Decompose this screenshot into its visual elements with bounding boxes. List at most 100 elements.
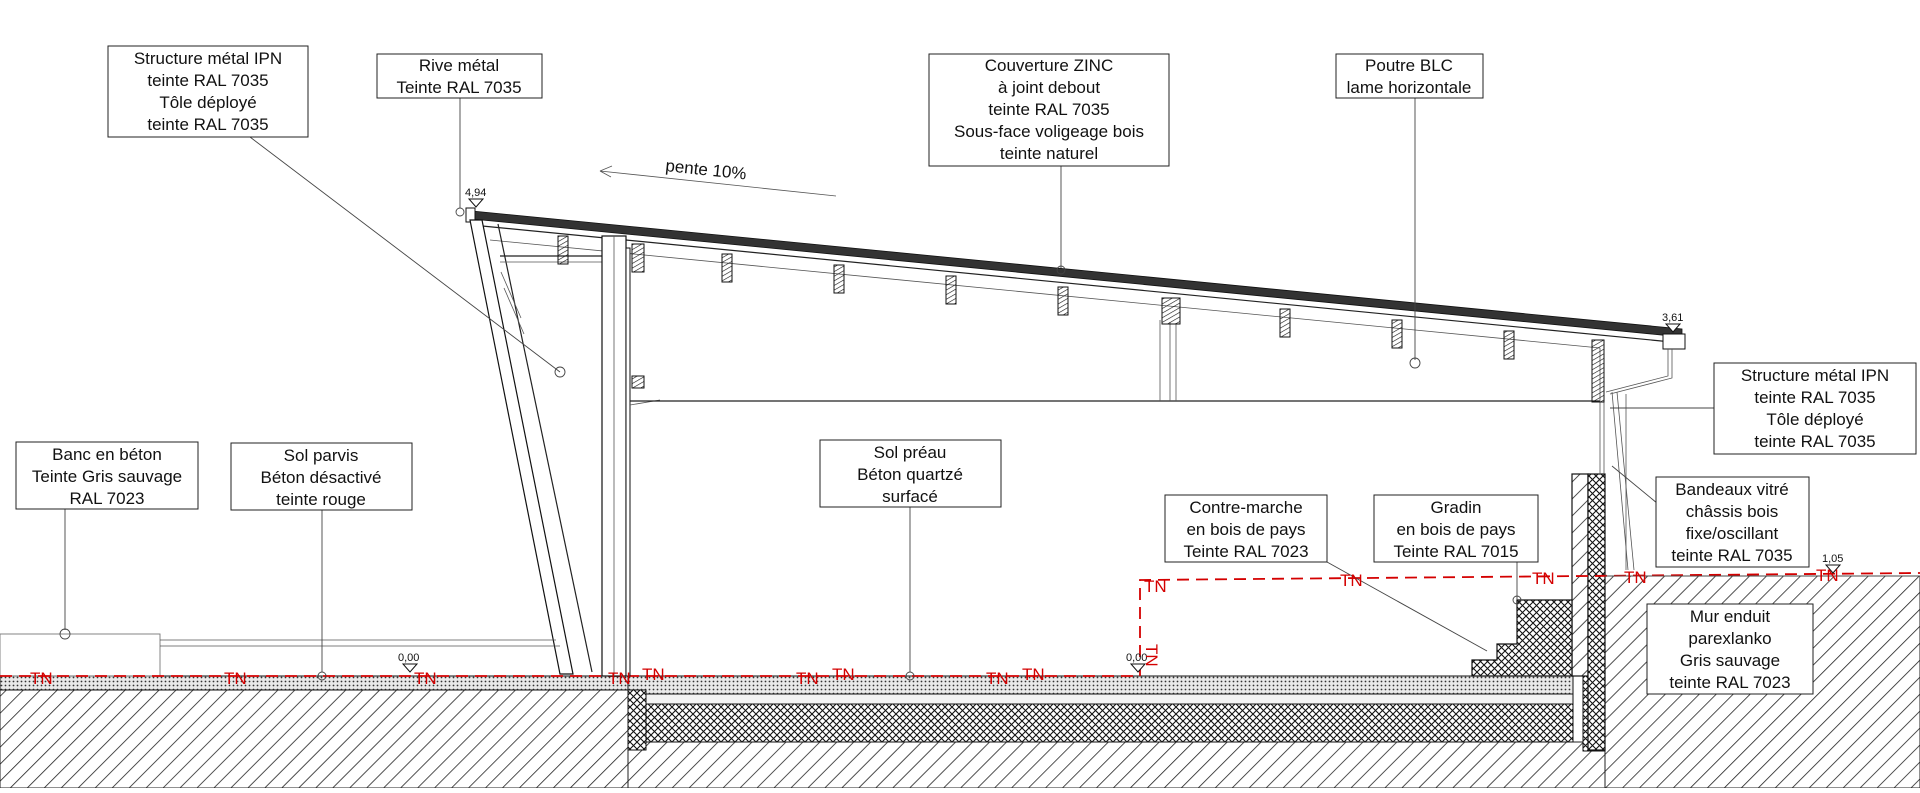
level-triangle-icon (1824, 564, 1842, 574)
label-line: Sous-face voligeage bois (954, 122, 1144, 141)
label-line: Bandeaux vitré (1675, 480, 1788, 499)
level-value: 3,61 (1662, 312, 1683, 324)
level-top-left: 4,94 (465, 187, 486, 208)
slab-layer (627, 693, 1574, 705)
ground (0, 575, 1920, 789)
label-line: Sol parvis (284, 446, 359, 465)
label-line: lame horizontale (1347, 78, 1472, 97)
label-sol-parvis: Sol parvis Béton désactivé teinte rouge (230, 442, 413, 511)
post-secondary (625, 247, 631, 677)
level-value: 0,00 (1126, 652, 1147, 664)
earth-hatch-under-slab (627, 741, 1606, 789)
tn-label: TN (642, 665, 665, 684)
label-line: teinte RAL 7035 (1671, 546, 1792, 565)
structure (160, 165, 1920, 677)
label-line: Structure métal IPN (134, 49, 282, 68)
label-line: Tôle déployé (1766, 410, 1863, 429)
label-line: à joint debout (998, 78, 1100, 97)
right-wall (0, 473, 1606, 751)
label-line: Mur enduit (1690, 607, 1771, 626)
tn-label: TN (1142, 644, 1161, 667)
tn-label: TN (832, 665, 855, 684)
slab-gravel (627, 703, 1574, 743)
label-line: Teinte Gris sauvage (32, 467, 182, 486)
label-line: teinte RAL 7023 (1669, 673, 1790, 692)
level-ground-right: 1,05 (1822, 553, 1843, 574)
wall-core (1587, 473, 1606, 751)
tn-label: TN (986, 669, 1009, 688)
level-value: 4,94 (465, 187, 486, 199)
label-line: RAL 7023 (70, 489, 145, 508)
gradin-steps (1471, 599, 1573, 677)
slab-top (627, 675, 1574, 695)
label-structure-right: Structure métal IPN teinte RAL 7035 Tôle… (1713, 362, 1917, 455)
level-value: 0,00 (398, 652, 419, 664)
level-value: 1,05 (1822, 553, 1843, 565)
label-line: surfacé (882, 487, 938, 506)
tn-label: TN (414, 669, 437, 688)
label-line: teinte RAL 7035 (147, 115, 268, 134)
tn-label: TN (1816, 566, 1839, 585)
label-line: châssis bois (1686, 502, 1779, 521)
inclined-column (469, 219, 574, 675)
label-line: Gris sauvage (1680, 651, 1780, 670)
label-banc: Banc en béton Teinte Gris sauvage RAL 70… (15, 441, 199, 510)
banc-block (0, 633, 161, 677)
tn-label: TN (224, 669, 247, 688)
label-line: Teinte RAL 7015 (1393, 542, 1518, 561)
tn-label: TN (1340, 571, 1363, 590)
level-triangle-icon (1664, 323, 1682, 333)
label-structure-left: Structure métal IPN teinte RAL 7035 Tôle… (107, 45, 309, 138)
label-bandeaux: Bandeaux vitré châssis bois fixe/oscilla… (1655, 476, 1810, 568)
label-line: Poutre BLC (1365, 56, 1453, 75)
label-couverture: Couverture ZINC à joint debout teinte RA… (928, 53, 1170, 167)
label-line: Teinte RAL 7023 (1183, 542, 1308, 561)
label-line: Couverture ZINC (985, 56, 1113, 75)
parvis-surface (0, 675, 629, 691)
label-line: parexlanko (1688, 629, 1771, 648)
tn-label: TN (608, 669, 631, 688)
label-line: teinte RAL 7035 (1754, 432, 1875, 451)
level-ground-left: 0,00 (398, 652, 419, 673)
tn-label: TN (1144, 577, 1167, 596)
label-line: Gradin (1430, 498, 1481, 517)
label-line: Contre-marche (1189, 498, 1302, 517)
label-rive: Rive métal Teinte RAL 7035 (376, 53, 543, 99)
tn-label: TN (1624, 568, 1647, 587)
label-sol-preau: Sol préau Béton quartzé surfacé (819, 439, 1002, 508)
tn-labels: TN TN TN TN TN TN TN TN TN TN TN TN TN T… (30, 566, 1839, 688)
label-gradin: Gradin en bois de pays Teinte RAL 7015 (1373, 494, 1539, 563)
label-line: teinte naturel (1000, 144, 1098, 163)
label-line: Béton désactivé (261, 468, 382, 487)
label-line: Rive métal (419, 56, 499, 75)
label-poutre: Poutre BLC lame horizontale (1335, 53, 1484, 99)
label-contre-marche: Contre-marche en bois de pays Teinte RAL… (1164, 494, 1328, 563)
wall-hatch (1571, 473, 1589, 677)
label-line: Teinte RAL 7035 (396, 78, 521, 97)
label-mur: Mur enduit parexlanko Gris sauvage teint… (1646, 603, 1814, 695)
tn-label: TN (30, 669, 53, 688)
label-line: teinte rouge (276, 490, 366, 509)
label-line: fixe/oscillant (1686, 524, 1779, 543)
level-ground-mid: 0,00 (1126, 652, 1147, 673)
label-line: teinte RAL 7035 (147, 71, 268, 90)
label-line: Banc en béton (52, 445, 162, 464)
tn-line (0, 572, 1920, 677)
label-line: teinte RAL 7035 (1754, 388, 1875, 407)
tn-label: TN (796, 669, 819, 688)
tn-label: TN (1532, 569, 1555, 588)
level-triangle-icon (401, 663, 419, 673)
leaders (59, 98, 1714, 681)
roof-zinc (471, 210, 1683, 338)
label-line: en bois de pays (1396, 520, 1515, 539)
foundation-left (627, 689, 647, 751)
label-line: Béton quartzé (857, 465, 963, 484)
label-line: Tôle déployé (159, 93, 256, 112)
label-line: Structure métal IPN (1741, 366, 1889, 385)
tn-label: TN (1022, 665, 1045, 684)
label-line: teinte RAL 7035 (988, 100, 1109, 119)
earth-hatch-left (0, 689, 629, 789)
gutter (1662, 333, 1686, 350)
